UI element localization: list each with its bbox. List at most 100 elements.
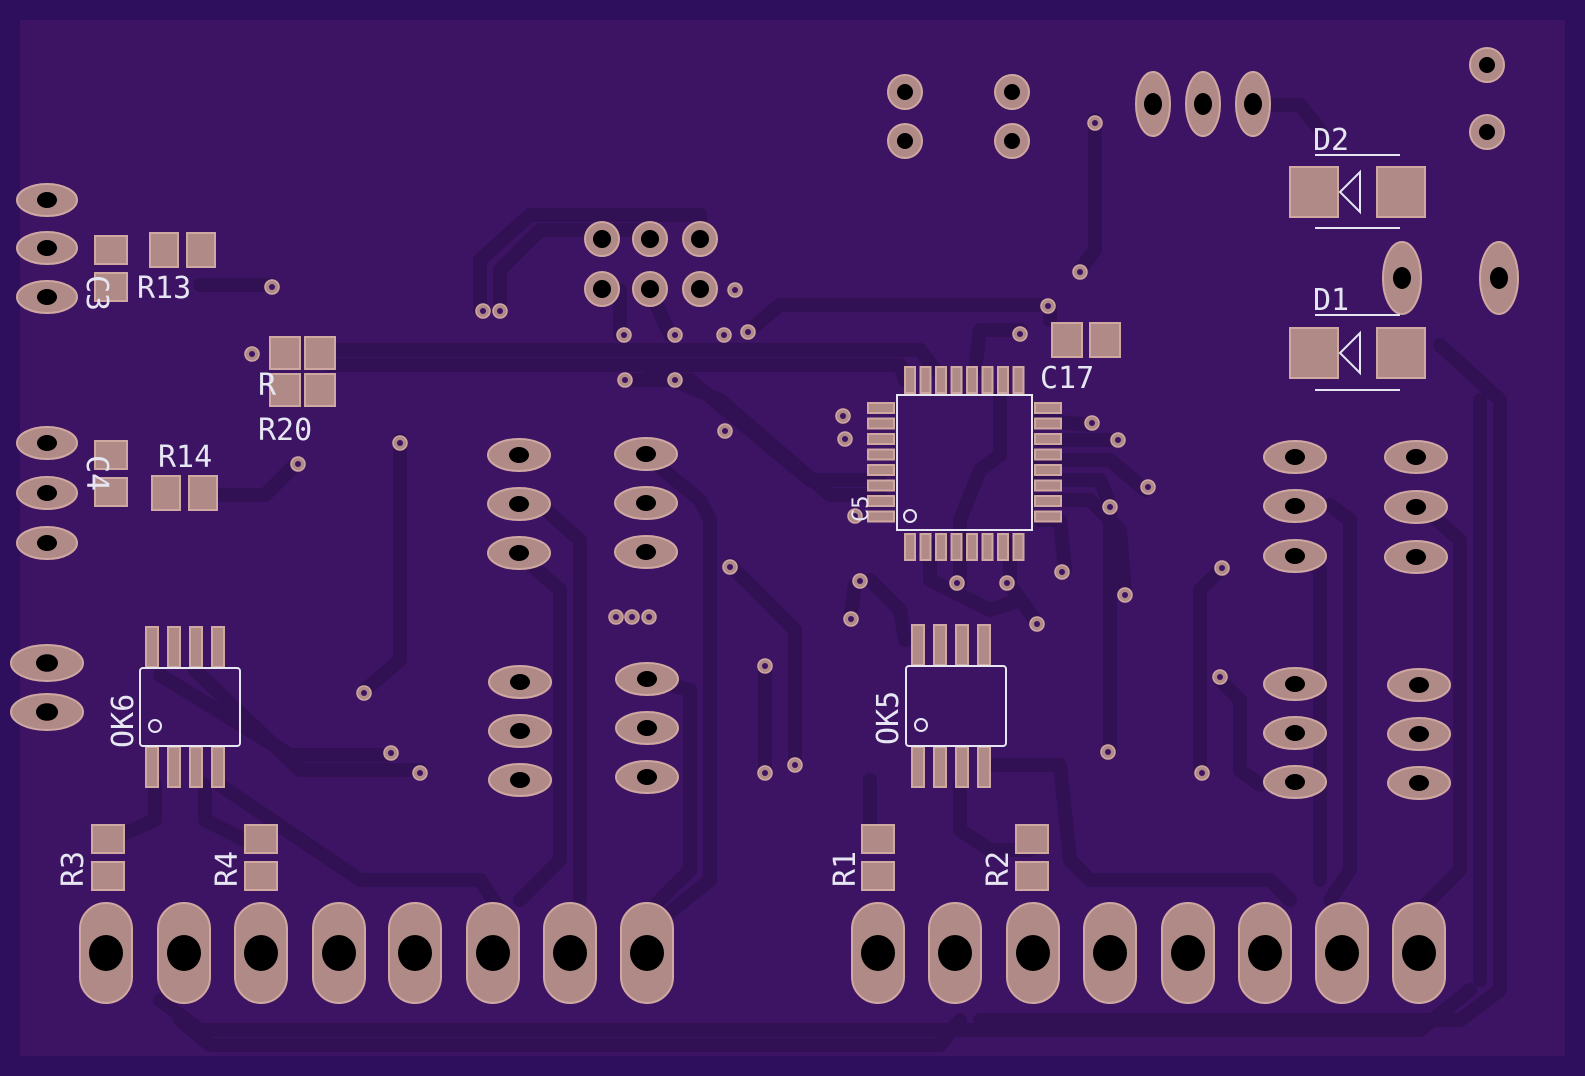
label-r4: R4	[210, 851, 245, 887]
trace	[643, 363, 887, 502]
drill-hole	[637, 769, 657, 785]
drill-hole	[636, 544, 656, 560]
label-r14: R14	[158, 440, 212, 475]
drill-hole	[1248, 935, 1282, 971]
ok6-pin	[189, 746, 203, 788]
drill-hole	[37, 435, 57, 451]
drill-hole	[1406, 449, 1426, 465]
r4-pad	[244, 824, 278, 854]
r1-pad	[861, 861, 895, 891]
label-r2: R2	[981, 851, 1016, 887]
drill-hole	[593, 230, 611, 248]
drill-hole	[89, 935, 123, 971]
drill-hole	[244, 935, 278, 971]
mcu-pin	[950, 533, 963, 561]
mcu-pin	[966, 533, 978, 561]
trace	[323, 358, 912, 387]
via-drill	[361, 690, 367, 696]
mcu-pin	[1034, 479, 1062, 492]
trace	[1033, 473, 1117, 757]
drill-hole	[1093, 935, 1127, 971]
drill-hole	[476, 935, 510, 971]
drill-hole	[36, 654, 58, 672]
via-drill	[672, 332, 678, 338]
ok6-outline	[139, 667, 241, 747]
via-drill	[852, 513, 858, 519]
ok6-pin	[145, 746, 159, 788]
mcu-pin	[867, 510, 895, 523]
label-d1: D1	[1313, 283, 1349, 318]
label-c-left-top: C3	[79, 275, 114, 311]
via-drill	[1077, 269, 1083, 275]
smd-pad	[94, 440, 128, 470]
drill-hole	[641, 280, 659, 298]
trace	[1033, 453, 1152, 497]
drill-hole	[1409, 677, 1429, 693]
mcu-pin	[981, 533, 994, 561]
drill-hole	[861, 935, 895, 971]
drill-hole	[1490, 267, 1508, 289]
via-drill	[622, 377, 628, 383]
via-drill	[295, 461, 301, 467]
drill-hole	[37, 289, 57, 305]
drill-hole	[509, 545, 529, 561]
via-drill	[840, 413, 846, 419]
drill-hole	[938, 935, 972, 971]
ok6-pin	[145, 626, 159, 668]
label-d2: D2	[1313, 123, 1349, 158]
drill-hole	[630, 935, 664, 971]
drill-hole	[1144, 93, 1162, 115]
drill-hole	[1285, 725, 1305, 741]
label-c-left-mid: C4	[79, 455, 114, 491]
via-drill	[848, 616, 854, 622]
via-drill	[762, 770, 768, 776]
via-drill	[857, 578, 863, 584]
trace	[953, 778, 1037, 857]
ok6-pin	[211, 626, 225, 668]
smd-pad	[304, 336, 336, 370]
drill-hole	[1479, 57, 1495, 73]
via-drill	[1089, 420, 1095, 426]
mcu-pin	[950, 366, 963, 394]
trace	[863, 573, 912, 647]
drill-hole	[1004, 84, 1020, 100]
smd-pad	[149, 232, 179, 268]
r2-pad	[1015, 824, 1049, 854]
via-drill	[249, 351, 255, 357]
smd-pad	[1376, 327, 1426, 379]
trace	[1033, 493, 1132, 602]
ok6-pin	[167, 626, 181, 668]
drill-hole	[637, 671, 657, 687]
r1-pad	[861, 824, 895, 854]
smd-pad	[186, 232, 216, 268]
mcu-pin	[997, 366, 1009, 394]
mcu-pin1-marker	[903, 509, 917, 523]
trace	[193, 458, 302, 502]
drill-hole	[691, 230, 709, 248]
trace	[968, 323, 1027, 377]
label-r20: R20	[258, 413, 312, 448]
mcu-pin	[1034, 417, 1062, 430]
ok5-pin	[933, 746, 947, 788]
via-drill	[721, 332, 727, 338]
via-drill	[388, 750, 394, 756]
mcu-pin	[1034, 510, 1062, 523]
drill-hole	[897, 133, 913, 149]
mcu-outline	[896, 394, 1033, 531]
drill-hole	[1194, 93, 1212, 115]
drill-hole	[1244, 93, 1262, 115]
mcu-pin	[1012, 366, 1025, 394]
drill-hole	[1402, 935, 1436, 971]
drill-hole	[641, 230, 659, 248]
drill-hole	[1406, 499, 1426, 515]
ok5-pin	[933, 624, 947, 666]
trace	[923, 538, 1027, 617]
via-drill	[1107, 504, 1113, 510]
mcu-pin	[966, 366, 978, 394]
drill-hole	[167, 935, 201, 971]
d1-diode-symbol	[1338, 330, 1361, 376]
via-drill	[621, 332, 627, 338]
smd-pad	[1289, 166, 1339, 218]
trace	[988, 758, 1297, 907]
